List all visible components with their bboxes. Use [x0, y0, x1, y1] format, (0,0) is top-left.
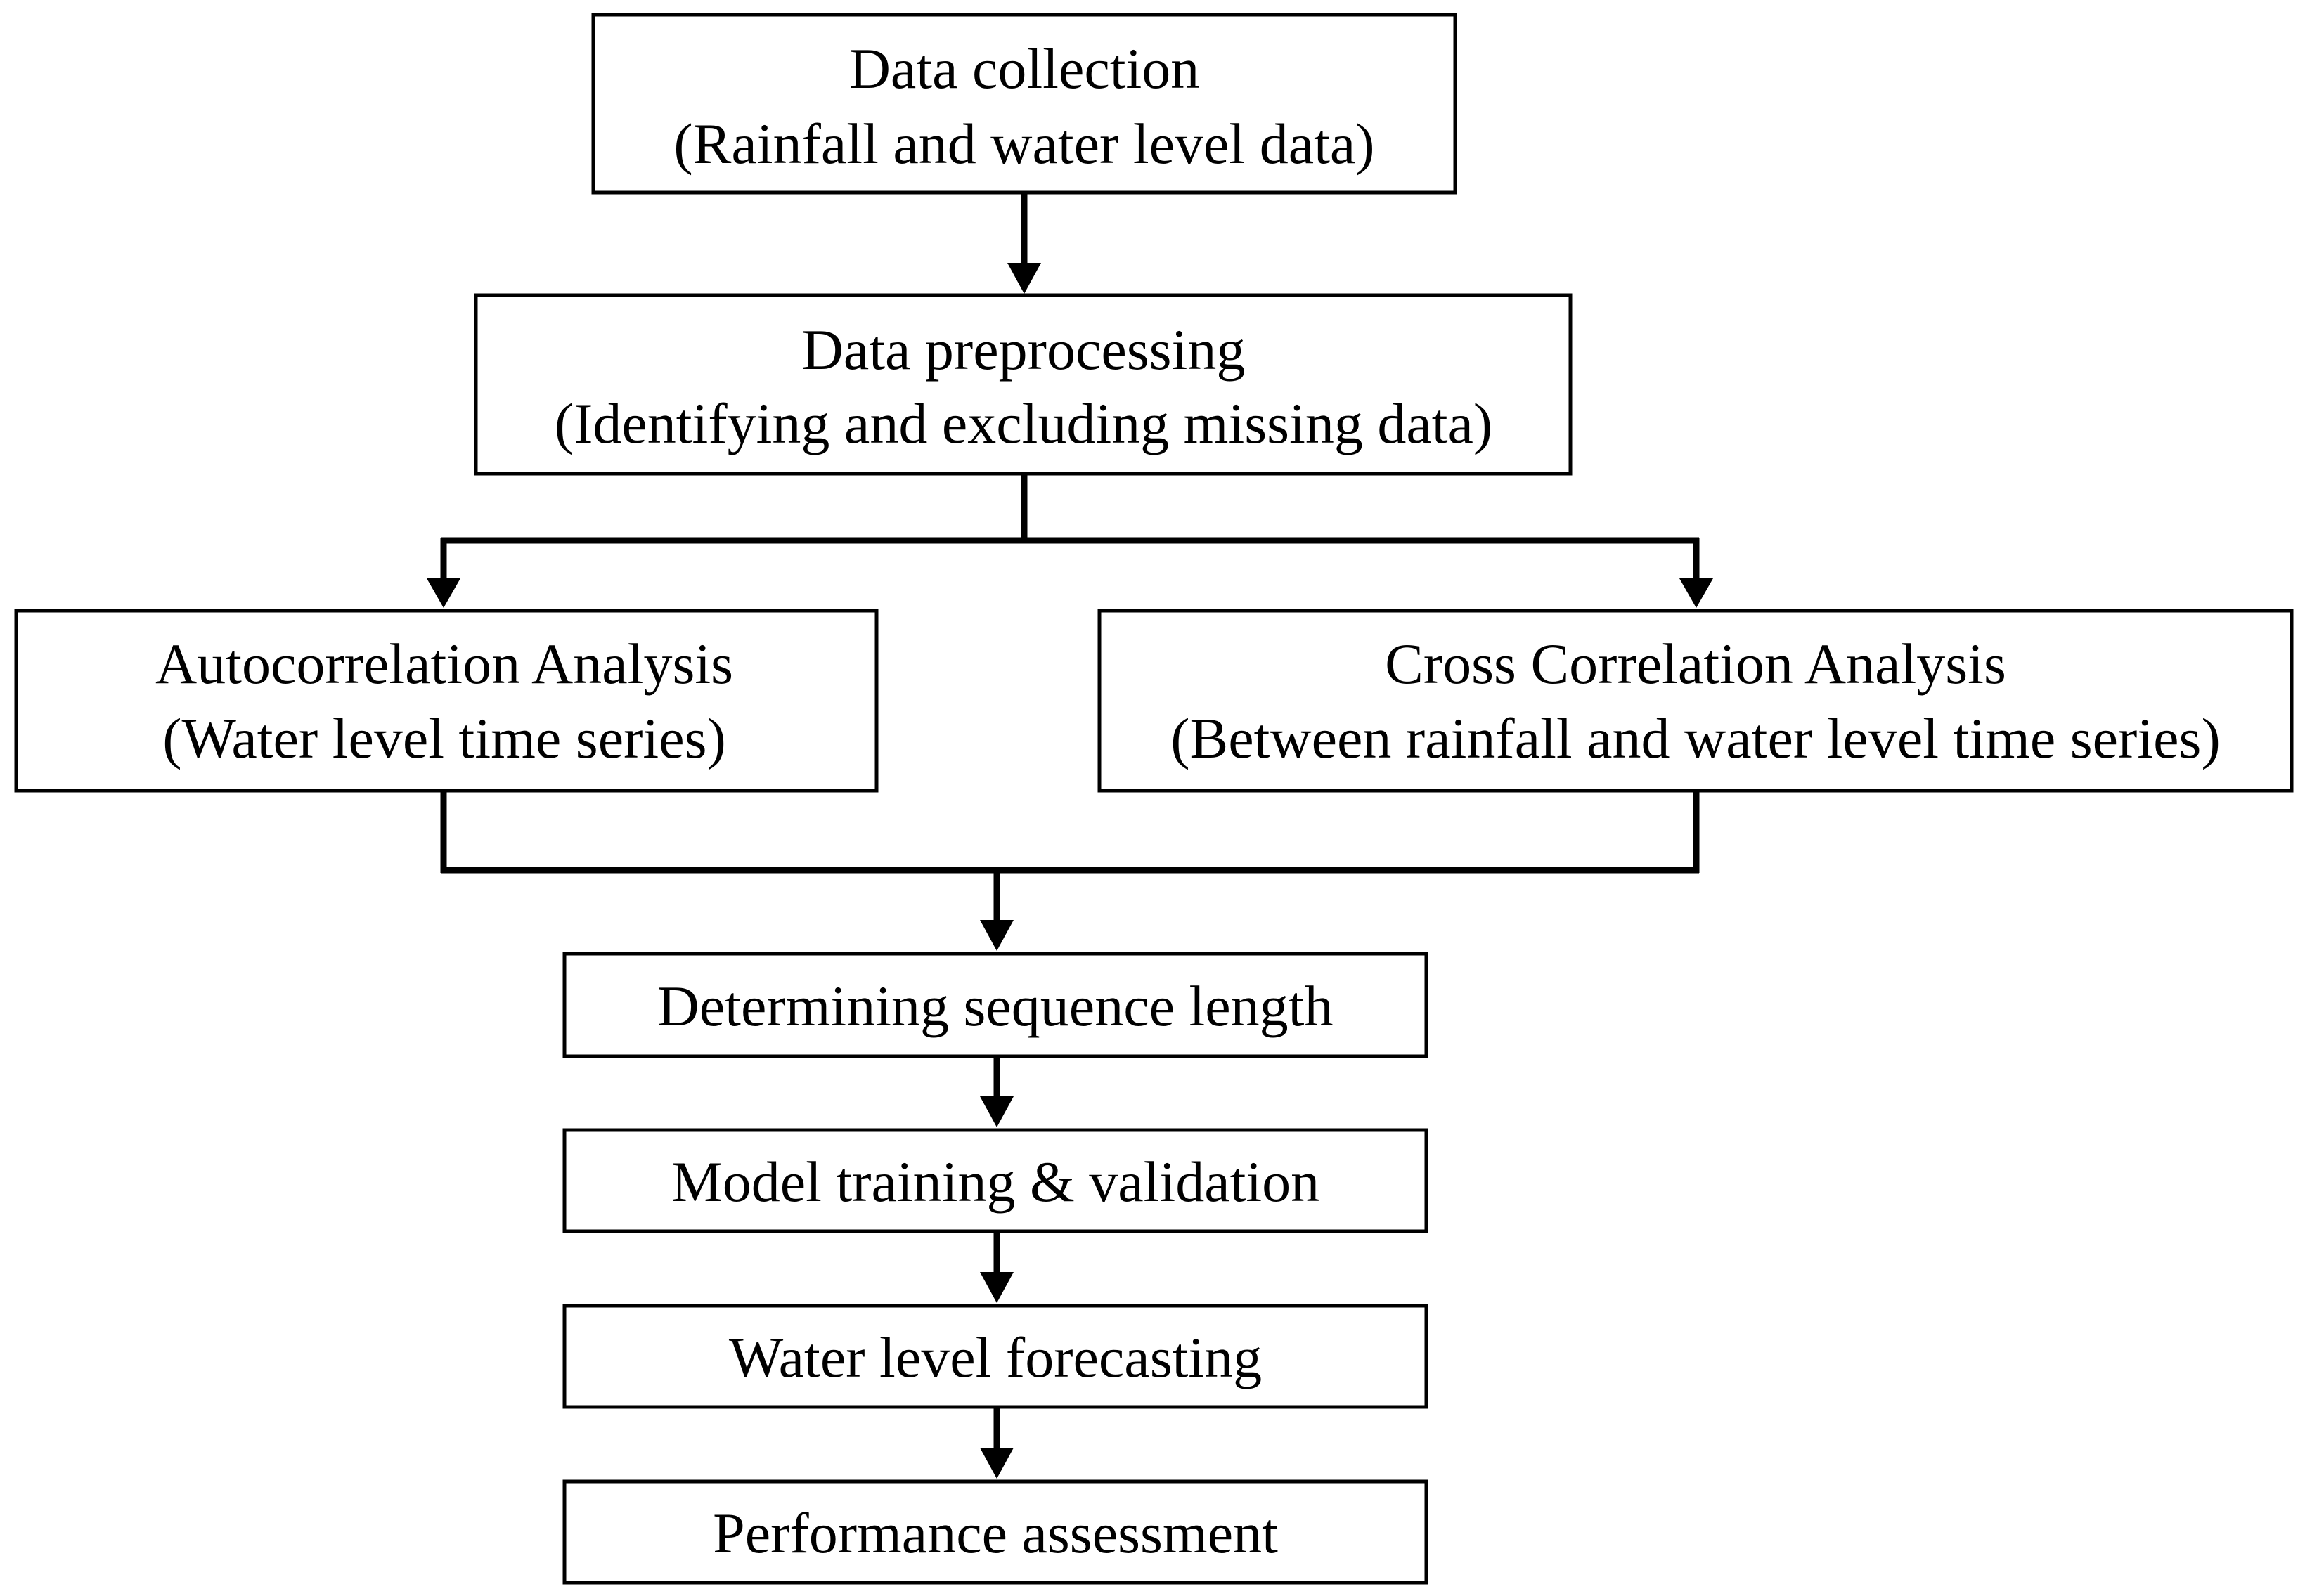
- connectors: [427, 193, 1713, 1479]
- box-water-level-forecasting: Water level forecasting: [562, 1304, 1428, 1409]
- box-cross-correlation-subtitle: (Between rainfall and water level time s…: [1170, 706, 2221, 770]
- box-model-training-label: Model training & validation: [671, 1150, 1319, 1214]
- arrowhead-to-performance: [980, 1448, 1014, 1479]
- box-autocorrelation-subtitle: (Water level time series): [162, 706, 726, 770]
- box-autocorrelation-title: Autocorrelation Analysis: [155, 632, 733, 696]
- box-cross-correlation-analysis: Cross Correlation Analysis (Between rain…: [1097, 609, 2294, 793]
- box-data-collection-subtitle: (Rainfall and water level data): [673, 112, 1374, 176]
- box-data-preprocessing-title: Data preprocessing: [802, 318, 1246, 382]
- box-model-training-validation: Model training & validation: [562, 1128, 1428, 1233]
- arrowhead-to-preprocessing: [1007, 263, 1041, 294]
- box-data-preprocessing-subtitle: (Identifying and excluding missing data): [555, 391, 1492, 455]
- box-performance-label: Performance assessment: [713, 1501, 1278, 1565]
- arrowhead-to-forecasting: [980, 1272, 1014, 1303]
- box-performance-assessment: Performance assessment: [562, 1479, 1428, 1585]
- arrowhead-to-autocorrelation: [427, 578, 460, 608]
- arrowhead-to-cross-correlation: [1679, 578, 1713, 608]
- box-sequence-length-label: Determining sequence length: [658, 974, 1334, 1038]
- box-data-collection-title: Data collection: [849, 37, 1200, 100]
- arrowhead-to-model-training: [980, 1096, 1014, 1127]
- arrowhead-to-sequence-length: [980, 920, 1014, 951]
- box-autocorrelation-analysis: Autocorrelation Analysis (Water level ti…: [14, 609, 879, 793]
- box-cross-correlation-title: Cross Correlation Analysis: [1385, 632, 2006, 696]
- box-forecasting-label: Water level forecasting: [729, 1325, 1262, 1389]
- box-data-collection: Data collection (Rainfall and water leve…: [591, 13, 1457, 195]
- box-data-preprocessing: Data preprocessing (Identifying and excl…: [474, 293, 1573, 476]
- box-determining-sequence-length: Determining sequence length: [562, 952, 1428, 1058]
